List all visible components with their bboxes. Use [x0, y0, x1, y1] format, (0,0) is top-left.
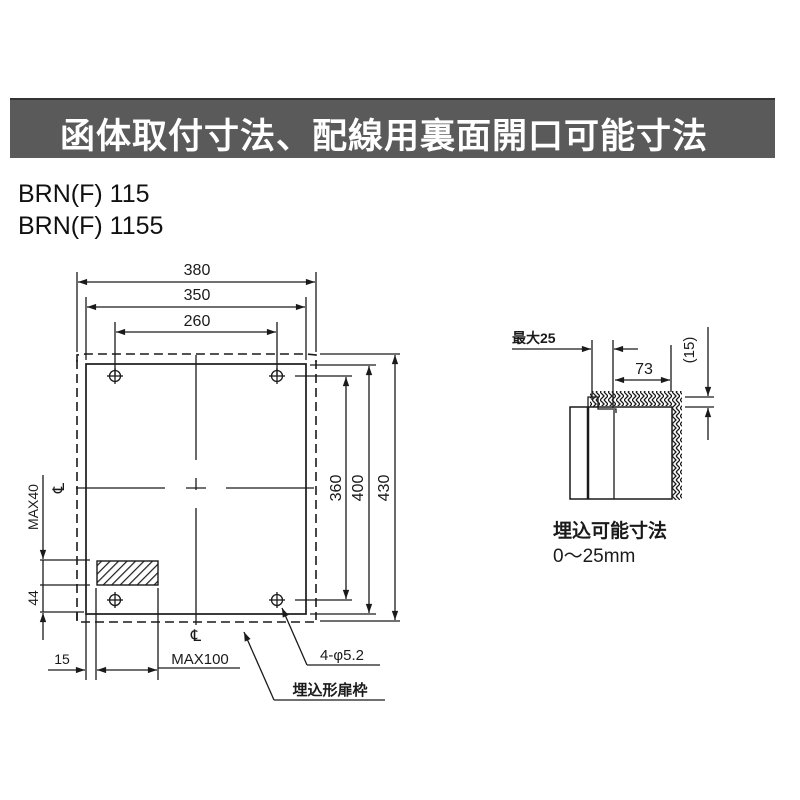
dim-box-width: 350: [184, 287, 211, 304]
dim-top-offset: (15): [681, 337, 698, 364]
mounting-hole-icon: [107, 368, 123, 384]
side-caption-range: 0〜25mm: [553, 546, 635, 567]
dim-frame-margin: 15: [54, 651, 70, 667]
dim-box-height: 400: [350, 475, 367, 502]
dim-hole-pitch-v: 360: [328, 475, 345, 502]
frame-callout: 埋込形扉枠: [292, 681, 367, 699]
mounting-hole-icon: [269, 592, 285, 608]
dim-depth: 73: [635, 361, 653, 378]
centerline-symbol-bottom: ℄: [190, 628, 202, 645]
dim-max-depth: 最大25: [512, 330, 556, 346]
opening-hatch: [96, 560, 159, 586]
page-title: 函体取付寸法、配線用裏面開口可能寸法: [60, 117, 709, 157]
callout-leaders: [243, 607, 385, 701]
dim-outer-height: 430: [376, 475, 393, 502]
dim-max-opening-width: MAX100: [171, 651, 229, 668]
centerline-symbol-left: ℄: [51, 482, 68, 494]
front-view: [39, 272, 400, 680]
mounting-hole-icon: [107, 592, 123, 608]
dim-max-opening-height: MAX40: [25, 484, 41, 530]
dim-opening-offset: 44: [25, 590, 41, 606]
mounting-hole-icon: [269, 368, 285, 384]
model-label-1: BRN(F) 115: [18, 180, 150, 208]
hole-callout: 4-φ5.2: [320, 647, 364, 664]
mounting-hole-icons: [107, 368, 285, 608]
title-bar: 函体取付寸法、配線用裏面開口可能寸法: [10, 98, 775, 158]
side-view: [512, 327, 714, 500]
dim-outer-width: 380: [184, 262, 211, 279]
side-caption-title: 埋込可能寸法: [553, 519, 667, 542]
dim-hole-pitch-h: 260: [184, 313, 211, 330]
model-label-2: BRN(F) 1155: [18, 212, 164, 240]
